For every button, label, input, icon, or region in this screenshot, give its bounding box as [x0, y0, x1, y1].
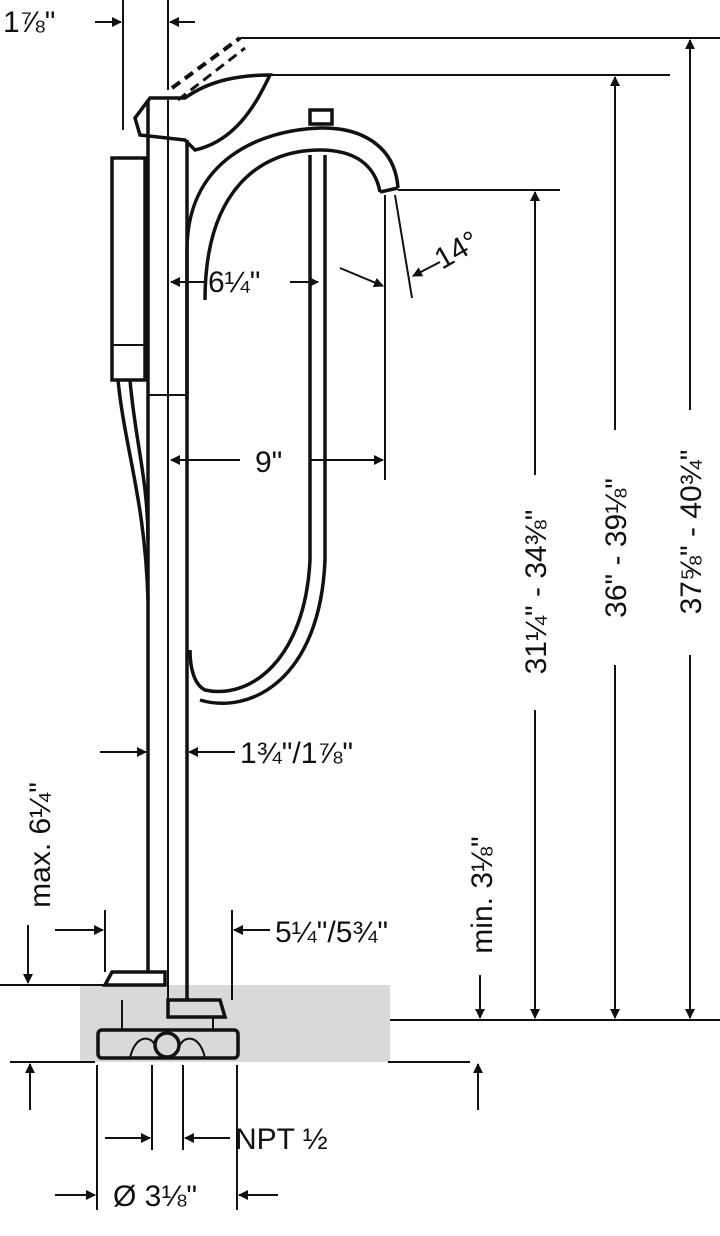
handle-height-label: 36" - 39⅛" — [600, 478, 633, 618]
hand-shower — [110, 155, 327, 705]
spout-reach-label: 9" — [255, 446, 282, 479]
spout — [185, 108, 400, 400]
handle-offset-label: 1⅞" — [3, 6, 55, 39]
min-floor-label: min. 3⅛" — [466, 836, 499, 953]
mounting-base — [96, 970, 240, 1060]
thread-label: NPT ½ — [235, 1123, 328, 1156]
floor-section — [0, 984, 720, 1063]
riser-pipe — [146, 100, 189, 1000]
handle-raised-height-label: 37⅝" - 40¾" — [675, 450, 708, 615]
dimension-lines — [23, 0, 720, 1210]
riser-diameter-label: 1¾"/1⅞" — [240, 737, 353, 770]
lever-handle — [133, 36, 273, 152]
spout-angle-label: 14° — [429, 225, 485, 276]
spout-hose-offset-label: 6¼" — [208, 266, 260, 299]
max-floor-label: max. 6¼" — [24, 782, 57, 908]
spout-height-label: 31¼" - 34⅜" — [520, 510, 553, 675]
base-diameter-label: Ø 3⅛" — [113, 1180, 197, 1213]
flange-label: 5¼"/5¾" — [275, 916, 388, 949]
